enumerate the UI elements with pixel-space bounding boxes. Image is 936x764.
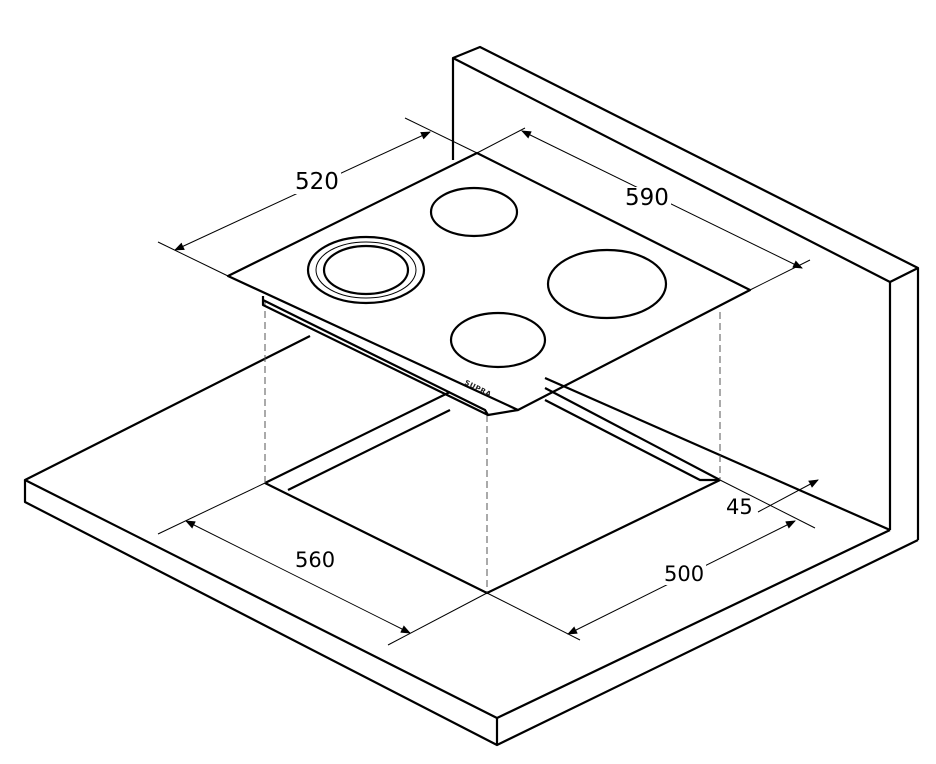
back-wall [451,45,920,540]
burner-back [429,186,519,238]
dimension-label-590: 590 [623,185,671,211]
hob-brand-text: SUPRA [463,379,493,399]
projection-lines [264,300,721,593]
countertop-cutout [264,387,721,595]
dimension-label-500: 500 [662,562,707,586]
burner-right [546,248,668,320]
dimension-label-520: 520 [293,169,341,195]
countertop [23,335,919,747]
burner-left-inner [322,244,410,296]
dimension-label-560: 560 [293,548,338,572]
dimension-label-45: 45 [726,495,753,519]
burner-front [449,311,547,369]
dimension-lines [157,117,819,646]
